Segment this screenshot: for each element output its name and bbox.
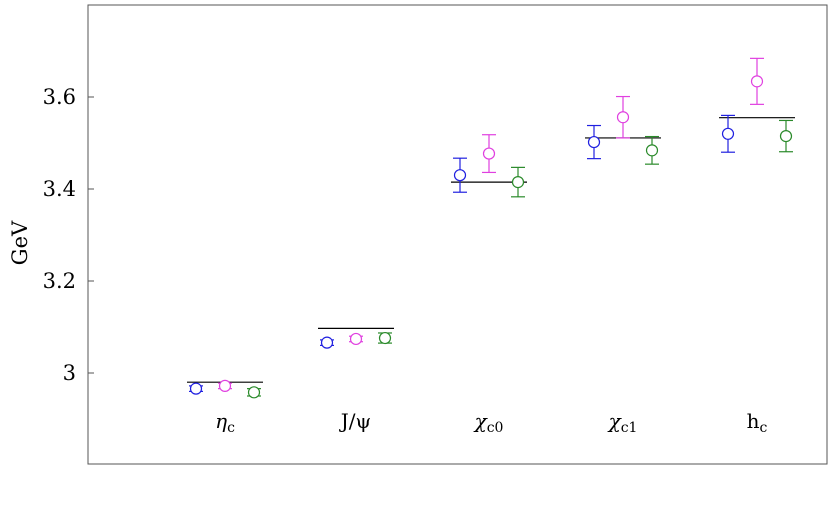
y-tick-label: 3.6 xyxy=(43,85,76,109)
point-marker xyxy=(750,75,764,88)
data-point xyxy=(189,382,203,395)
point-marker xyxy=(378,331,392,345)
point-marker xyxy=(453,169,467,182)
data-point xyxy=(349,332,363,346)
data-point xyxy=(320,336,334,349)
point-marker xyxy=(511,176,525,189)
category-label: hc xyxy=(747,409,768,436)
point-marker xyxy=(616,111,630,124)
data-point xyxy=(453,157,467,193)
data-point xyxy=(247,386,261,399)
category-label-main: J/ψ xyxy=(339,409,371,433)
point-marker xyxy=(645,144,659,157)
point-marker xyxy=(587,135,601,149)
data-point xyxy=(482,134,496,174)
category-label-main: η xyxy=(215,409,227,433)
y-axis-ticks: 3 3.2 3.4 3.6 xyxy=(43,85,94,385)
point-marker xyxy=(320,336,334,349)
category-label: ηc xyxy=(215,409,235,436)
y-tick-label: 3.2 xyxy=(43,269,76,293)
category-label: J/ψ xyxy=(339,409,371,433)
category-label: χc0 xyxy=(473,409,504,436)
y-tick-label: 3.4 xyxy=(43,177,76,201)
data-point xyxy=(750,57,764,105)
data-point xyxy=(511,166,525,198)
y-tick-label: 3 xyxy=(63,361,76,385)
category-label-sub: c1 xyxy=(621,420,638,436)
point-marker xyxy=(779,130,793,143)
category-label-main: h xyxy=(747,409,760,433)
category-label-sub: c0 xyxy=(487,420,504,436)
point-marker xyxy=(189,382,203,395)
data-point xyxy=(378,331,392,345)
category-label-main: χ xyxy=(607,409,623,433)
point-marker xyxy=(349,332,363,346)
data-point xyxy=(616,95,630,139)
category-label-main: χ xyxy=(473,409,489,433)
y-axis-title: GeV xyxy=(8,220,32,265)
data-point xyxy=(779,119,793,153)
category-label-sub: c xyxy=(227,420,235,436)
point-marker xyxy=(247,386,261,399)
category-label-sub: c xyxy=(760,420,768,436)
data-point xyxy=(587,124,601,160)
point-marker xyxy=(482,147,496,160)
data-point xyxy=(645,135,659,165)
data-points xyxy=(189,57,793,399)
plot-frame xyxy=(87,4,828,465)
point-marker xyxy=(218,379,232,392)
data-point xyxy=(721,114,735,153)
data-point xyxy=(218,379,232,392)
category-label: χc1 xyxy=(607,409,638,436)
point-marker xyxy=(721,127,735,140)
